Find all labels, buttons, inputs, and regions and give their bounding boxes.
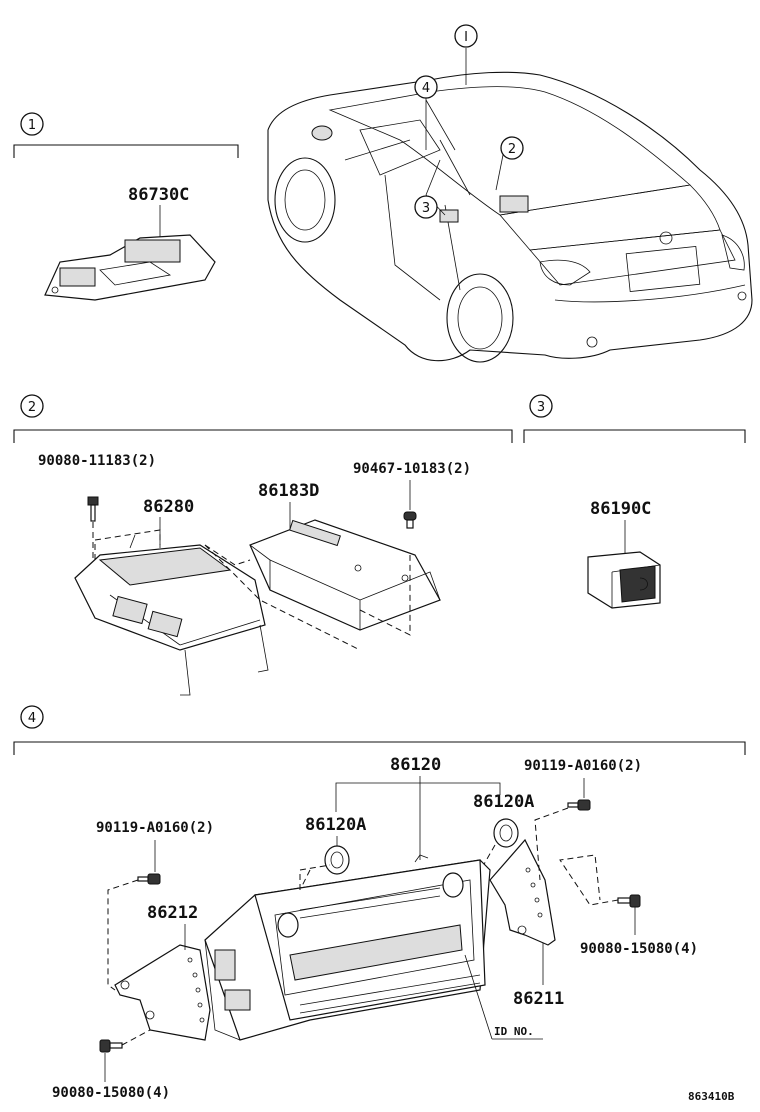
section-4: 4 86120 86120A 86120A 90119-A0160(2) 901… [13,705,746,1101]
part-86730C: 86730C [128,185,189,205]
svg-text:2: 2 [508,142,516,157]
part-86120: 86120 [390,755,441,775]
part-86211: 86211 [513,989,564,1009]
part-90119-A0160-left: 90119-A0160(2) [96,820,214,836]
svg-text:I: I [464,30,468,45]
section-callout-1: 1 [20,112,44,136]
amplifier-86280 [74,517,269,696]
part-86183D: 86183D [258,481,319,501]
knob-icon [324,845,350,875]
section-1: 1 86730C [13,112,239,301]
svg-text:3: 3 [537,400,545,415]
part-90080-15080-bottom: 90080-15080(4) [52,1085,170,1101]
switch-86190C [587,551,661,609]
bracket-86211 [489,838,556,946]
car-callout-I: I [454,24,478,48]
id-number-label: ID NO. [494,1025,534,1038]
car-callout-4: 4 [414,75,438,99]
clip-icon [403,511,417,529]
bolt-icon [87,496,99,522]
svg-text:4: 4 [28,711,36,726]
part-90119-A0160-right: 90119-A0160(2) [524,758,642,774]
svg-text:4: 4 [422,81,430,96]
svg-text:3: 3 [422,201,430,216]
section-callout-2: 2 [20,394,44,418]
part-86120A-left: 86120A [305,815,366,835]
car-callout-2: 2 [500,136,524,160]
section-callout-4: 4 [20,705,44,729]
screw-icon [617,894,641,908]
screw-icon [99,1039,123,1053]
bracket-86183D [249,502,441,631]
part-90080-11183: 90080-11183(2) [38,453,156,469]
part-86120A-right: 86120A [473,792,534,812]
reference-code: 863410B [688,1090,735,1103]
knob-icon [493,818,519,848]
svg-text:1: 1 [28,118,36,133]
section-callout-3: 3 [529,394,553,418]
car-illustration: I 4 2 3 [267,24,753,363]
screw-icon [137,873,161,885]
section-2: 2 90080-11183(2) 86280 86183D 90467-1018… [13,394,513,696]
part-90467-10183: 90467-10183(2) [353,461,471,477]
part-86190C: 86190C [590,499,651,519]
screw-icon [567,799,591,811]
radio-unit-86120 [204,854,491,1041]
car-callout-3: 3 [414,195,438,219]
bracket-86212 [114,944,211,1041]
part-86280: 86280 [143,497,194,517]
part-86212: 86212 [147,903,198,923]
section-3: 3 86190C [523,394,746,609]
svg-text:2: 2 [28,400,36,415]
part-90080-15080-right: 90080-15080(4) [580,941,698,957]
